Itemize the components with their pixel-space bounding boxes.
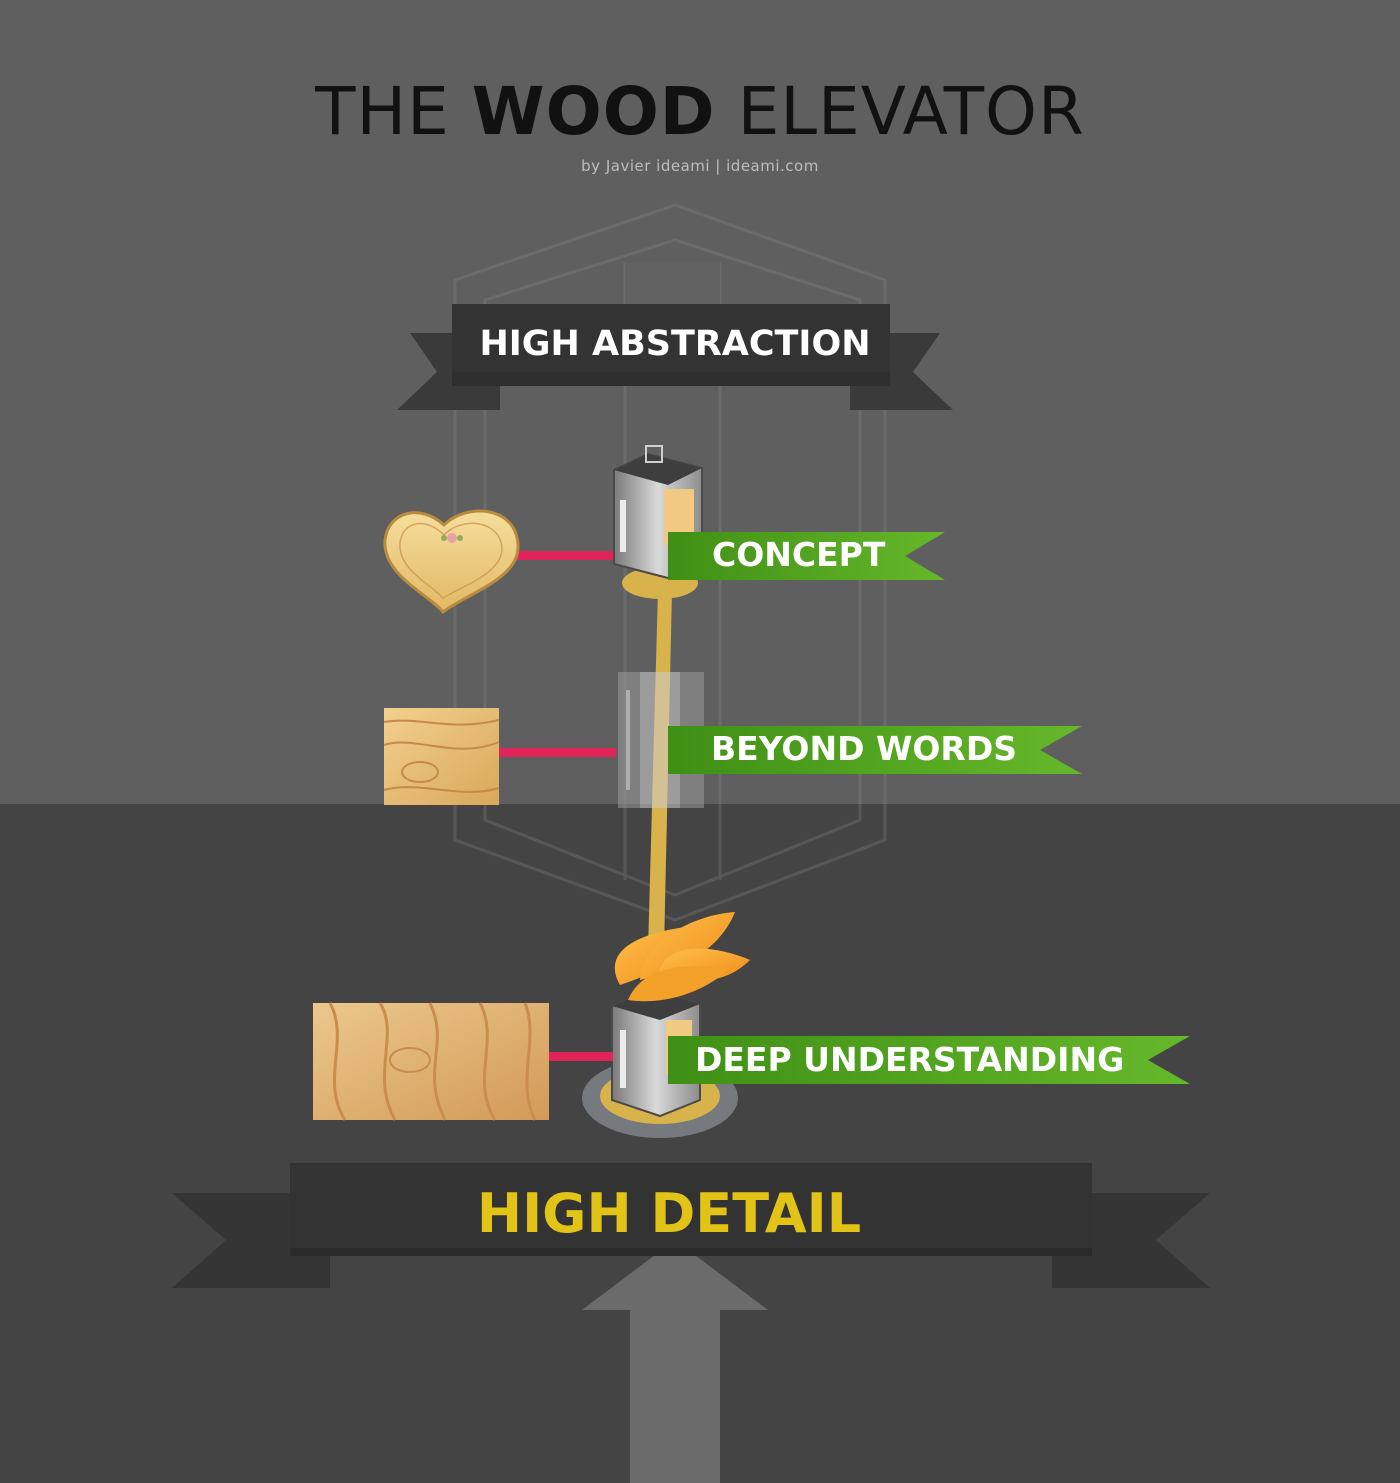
beyond-words-flag bbox=[668, 726, 1082, 774]
high-abstraction-ribbon bbox=[397, 304, 953, 410]
wings-icon bbox=[614, 912, 750, 1002]
concept-flag bbox=[668, 532, 945, 580]
connector-concept bbox=[515, 551, 613, 560]
wood-plank-icon bbox=[383, 708, 500, 805]
high-abstraction-label: HIGH ABSTRACTION bbox=[479, 324, 871, 364]
page-title: THE WOOD ELEVATOR bbox=[315, 73, 1085, 150]
connector-deep bbox=[548, 1052, 613, 1061]
concept-label: CONCEPT bbox=[712, 535, 886, 574]
background-upper bbox=[0, 0, 1400, 804]
high-detail-ribbon bbox=[172, 1163, 1210, 1288]
wood-grain-board-icon bbox=[313, 1002, 549, 1121]
beyond-words-label: BEYOND WORDS bbox=[711, 729, 1017, 768]
wooden-heart-icon bbox=[383, 509, 520, 615]
high-detail-label: HIGH DETAIL bbox=[476, 1182, 862, 1245]
connector-beyond bbox=[498, 748, 616, 757]
deep-understanding-label: DEEP UNDERSTANDING bbox=[695, 1040, 1125, 1079]
up-arrow-icon bbox=[582, 1240, 768, 1483]
deep-understanding-flag bbox=[668, 1036, 1190, 1084]
byline: by Javier ideami | ideami.com bbox=[581, 157, 819, 175]
